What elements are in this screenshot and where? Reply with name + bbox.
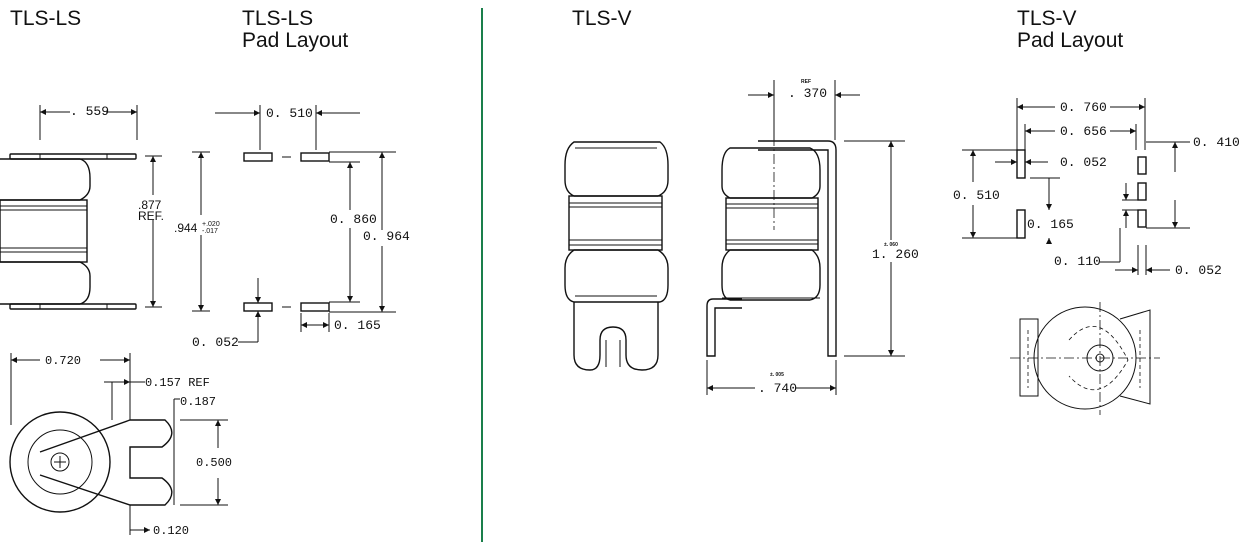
tls-v-inner-label: 0. 656 [1060,124,1107,139]
tls-v-right-pad-width-label: 0. 052 [1175,263,1222,278]
tls-v-pad-width-label: 0. 052 [1060,155,1107,170]
tls-v-height-tol-label: ±. 060 [884,242,898,248]
tls-ls-pad-width-label: 0. 165 [334,318,381,333]
tls-v-title: TLS-V [572,7,632,30]
end-view-foot-label: 0.120 [153,524,189,538]
tls-v-pad-gap-label: 0. 110 [1054,254,1101,269]
end-view-width-label: 0.720 [45,354,81,368]
tls-ls-pad-layout-title: TLS-LS Pad Layout [242,7,349,52]
tls-ls-pad-height-label: 0. 052 [192,335,239,350]
tls-ls-pad-layout-drawing: 0. 510 0. 860 0. 964 0. 052 0. 165 [192,105,410,350]
tls-ls-tol-plus: +.020 [202,221,220,228]
tls-v-pad-layout-title: TLS-V Pad Layout [1017,7,1124,52]
tls-ls-outer-height-label: 0. 964 [363,229,410,244]
tls-v-height-label: 1. 260 [872,247,919,262]
tls-v-outer-label: 0. 760 [1060,100,1107,115]
tls-v-width-tol-label: ±. 005 [770,372,784,378]
tls-v-width-label: . 740 [758,381,797,396]
tls-v-ref-value-label: . 370 [788,86,827,101]
tls-ls-height-label: .944 [174,221,198,235]
tls-ls-height-ref-label: .877 [138,198,162,212]
end-view-ref-label: 0.157 REF [145,376,210,390]
tls-v-pad-length-label: 0. 165 [1027,217,1074,232]
tls-ls-title: TLS-LS [10,7,82,30]
tls-v-left-height-label: 0. 510 [953,188,1000,203]
tls-ls-height-ref-suffix: REF. [138,209,164,223]
tls-v-ref-small-label: REF [801,79,811,85]
tls-v-front-drawing [564,141,669,371]
tls-v-side-drawing: REF . 370 ±. 060 1. 260 ±. 005 . 740 [706,79,919,396]
tls-ls-tol-minus: -.017 [202,228,218,235]
tls-ls-pad-spacing-label: 0. 510 [266,106,313,121]
tls-ls-body-drawing: . 559 .877 REF. .944 +.020 -.017 [0,104,220,312]
tls-v-right-height-label: 0. 410 [1193,135,1240,150]
end-view-slot-label: 0.187 [180,395,216,409]
tls-v-pad-layout-drawing: 0. 760 0. 656 0. 052 0. 510 0. 165 0. 11… [953,98,1240,278]
tls-v-bottom-view-drawing [1010,302,1160,415]
tls-ls-width-label: . 559 [70,104,109,119]
tls-ls-inner-height-label: 0. 860 [330,212,377,227]
tls-ls-end-view-drawing: 0.720 0.157 REF 0.187 0.500 0.120 [9,353,232,538]
end-view-height-label: 0.500 [196,456,232,470]
